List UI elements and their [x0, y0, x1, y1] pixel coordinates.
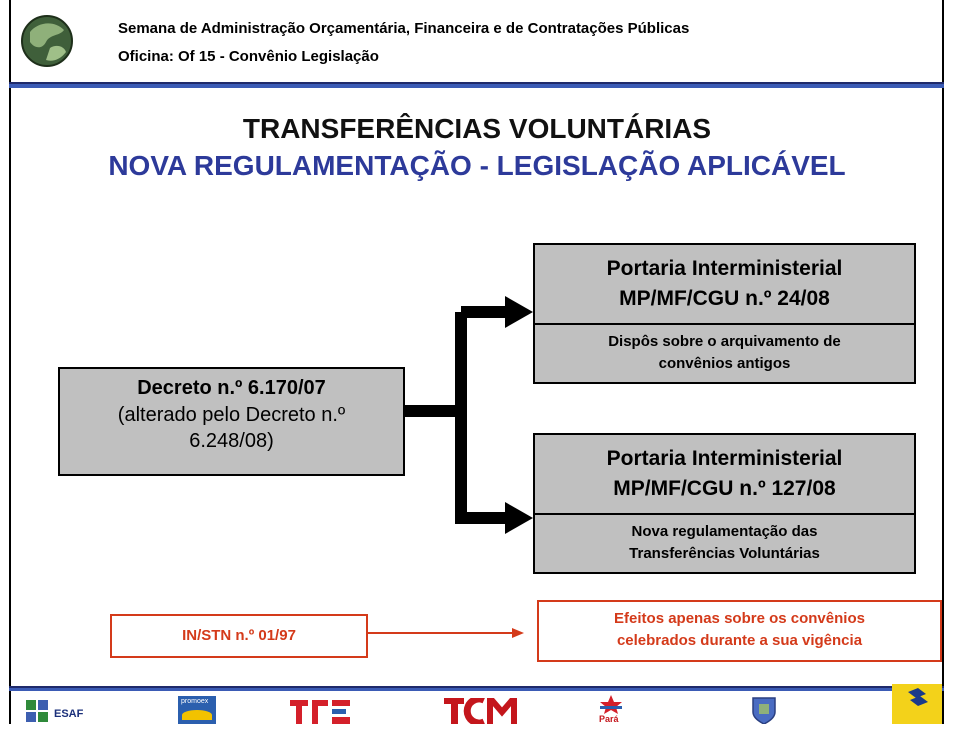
- event-title: Semana de Administração Orçamentária, Fi…: [118, 20, 690, 37]
- portaria-24-number: MP/MF/CGU n.º 24/08: [619, 287, 830, 310]
- banco-do-brasil-logo: [892, 684, 942, 724]
- arrow-to-portaria-24: [505, 296, 533, 328]
- slide-title: TRANSFERÊNCIAS VOLUNTÁRIAS: [242, 113, 712, 144]
- slide-header: Semana de Administração Orçamentária, Fi…: [0, 0, 954, 88]
- efeitos-line2: celebrados durante a sua vigência: [616, 632, 863, 649]
- portaria-24-title: Portaria Interministerial: [606, 257, 843, 280]
- para-logo-text: Pará: [599, 714, 619, 724]
- tce-logo: [290, 700, 352, 724]
- portaria-127-title: Portaria Interministerial: [606, 447, 843, 470]
- decreto-box: Decreto n.º 6.170/07 (alterado pelo Decr…: [58, 367, 405, 476]
- efeitos-box: Efeitos apenas sobre os convênios celebr…: [537, 600, 942, 662]
- portaria-127-box: Portaria Interministerial MP/MF/CGU n.º …: [533, 433, 916, 574]
- arrow-to-portaria-127: [505, 502, 533, 534]
- arrow-in-to-efeitos: [368, 628, 524, 638]
- tcm-logo: [444, 689, 518, 727]
- esaf-logo-text: ESAF: [54, 708, 84, 720]
- slide-frame-right: [942, 0, 944, 724]
- portaria-127-header: Portaria Interministerial MP/MF/CGU n.º …: [535, 435, 914, 515]
- portaria-127-description: Nova regulamentação das Transferências V…: [535, 515, 914, 565]
- esaf-logo: ESAF: [24, 696, 94, 724]
- crest-logo: [750, 696, 778, 725]
- footer-divider-accent: [9, 688, 944, 691]
- slide-subtitle: NOVA REGULAMENTAÇÃO - LEGISLAÇÃO APLICÁV…: [108, 150, 846, 181]
- portaria-127-desc-line2: Transferências Voluntárias: [629, 545, 820, 562]
- portaria-127-desc-line1: Nova regulamentação das: [631, 523, 818, 540]
- efeitos-line1: Efeitos apenas sobre os convênios: [614, 610, 865, 627]
- decreto-note: (alterado pelo Decreto n.º 6.248/08): [117, 404, 346, 452]
- promoex-logo: promoex: [178, 696, 216, 724]
- bracket-connector: [405, 306, 509, 524]
- para-star-icon: [600, 695, 622, 714]
- shield-icon: [752, 697, 776, 725]
- portaria-24-box: Portaria Interministerial MP/MF/CGU n.º …: [533, 243, 916, 384]
- instrucao-normativa-box: IN/STN n.º 01/97: [110, 614, 368, 658]
- esaf-emblem-icon: [26, 700, 48, 722]
- tce-emblem-icon: [290, 700, 350, 724]
- promoex-emblem-icon: [182, 710, 212, 720]
- decreto-title: Decreto n.º 6.170/07: [137, 377, 326, 399]
- header-divider-accent: [9, 84, 944, 88]
- slide-frame-left: [9, 0, 11, 724]
- portaria-24-header: Portaria Interministerial MP/MF/CGU n.º …: [535, 245, 914, 325]
- header-divider: [9, 82, 944, 84]
- portaria-127-number: MP/MF/CGU n.º 127/08: [613, 477, 836, 500]
- portaria-24-description: Dispôs sobre o arquivamento de convênios…: [535, 325, 914, 375]
- tcm-emblem-icon: [444, 689, 517, 727]
- banco-do-brasil-emblem-icon: [908, 688, 928, 706]
- para-logo: Pará: [596, 694, 626, 724]
- promoex-logo-text: promoex: [181, 698, 209, 705]
- footer-divider: [9, 686, 944, 688]
- portaria-24-desc-line1: Dispôs sobre o arquivamento de: [608, 333, 841, 350]
- workshop-title: Oficina: Of 15 - Convênio Legislação: [118, 48, 379, 65]
- portaria-24-desc-line2: convênios antigos: [658, 355, 791, 372]
- globe-logo-icon: [21, 15, 73, 67]
